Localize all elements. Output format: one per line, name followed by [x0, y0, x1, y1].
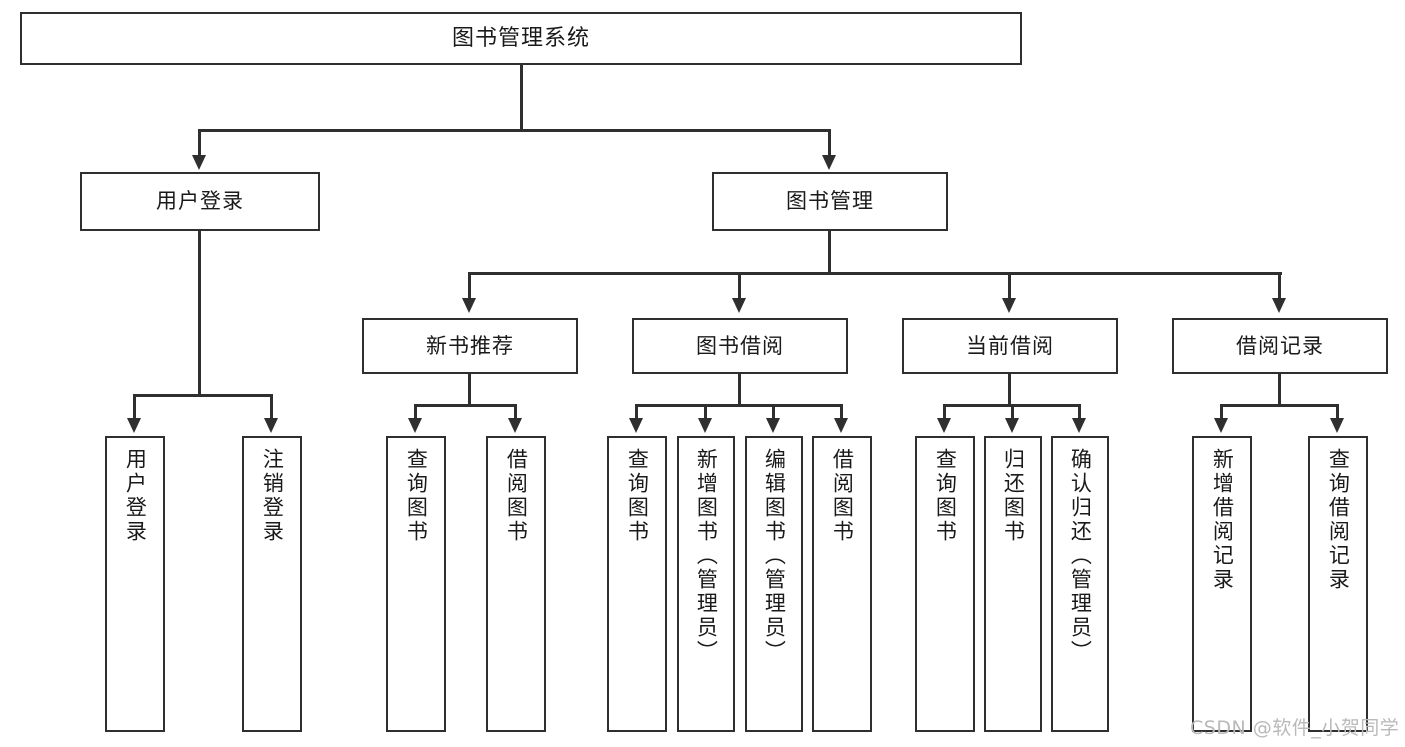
- connector-drop-leaf-return-book: [1011, 404, 1014, 420]
- connector-borrow-record-bus: [1220, 404, 1338, 407]
- connector-user-login-stem: [198, 231, 201, 395]
- connector-root-stem: [520, 65, 523, 129]
- connector-current-borrow-stem: [1008, 374, 1011, 405]
- connector-drop-borrow-record: [1278, 272, 1281, 300]
- arrow-book-borrow: [732, 298, 746, 313]
- arrow-leaf-logout: [264, 418, 278, 433]
- node-label: 注销登录: [260, 448, 285, 544]
- leaf-return-book[interactable]: 归还图书: [984, 436, 1042, 732]
- node-label: 查询借阅记录: [1326, 448, 1351, 592]
- arrow-leaf-query-book-1: [408, 418, 422, 433]
- connector-user-login-bus: [133, 394, 272, 397]
- node-label: 新增借阅记录: [1210, 448, 1235, 592]
- connector-drop-current-borrow: [1008, 272, 1011, 300]
- node-label: 查询图书: [625, 448, 650, 544]
- arrow-leaf-add-record: [1214, 418, 1228, 433]
- leaf-query-book-borrowing[interactable]: 查询图书: [607, 436, 667, 732]
- node-label: 当前借阅: [966, 333, 1054, 358]
- node-borrowing-record[interactable]: 借阅记录: [1172, 318, 1388, 374]
- leaf-query-book-new-rec[interactable]: 查询图书: [386, 436, 446, 732]
- leaf-user-login[interactable]: 用户登录: [105, 436, 165, 732]
- leaf-logout-login[interactable]: 注销登录: [242, 436, 302, 732]
- leaf-query-borrow-record[interactable]: 查询借阅记录: [1308, 436, 1368, 732]
- arrow-leaf-add-book: [698, 418, 712, 433]
- node-label: 查询图书: [404, 448, 429, 544]
- connector-book-borrow-stem: [738, 374, 741, 405]
- connector-drop-new-book-rec: [468, 272, 471, 300]
- leaf-borrow-book-borrowing[interactable]: 借阅图书: [812, 436, 872, 732]
- leaf-borrow-book-new-rec[interactable]: 借阅图书: [486, 436, 546, 732]
- arrow-leaf-borrow-book-1: [508, 418, 522, 433]
- connector-drop-leaf-query-book-2: [635, 404, 638, 420]
- arrow-leaf-query-record: [1330, 418, 1344, 433]
- arrow-leaf-borrow-book-2: [834, 418, 848, 433]
- node-new-book-recommendation[interactable]: 新书推荐: [362, 318, 578, 374]
- leaf-add-book-admin[interactable]: 新增图书（管理员）: [677, 436, 735, 732]
- arrow-leaf-edit-book: [766, 418, 780, 433]
- node-label: 借阅图书: [504, 448, 529, 544]
- connector-drop-leaf-logout: [270, 394, 273, 420]
- node-label: 用户登录: [156, 189, 244, 214]
- connector-drop-user-login: [198, 129, 201, 157]
- node-label: 查询图书: [933, 448, 958, 544]
- arrow-user-login: [192, 155, 206, 170]
- connector-level2-bus: [199, 129, 831, 132]
- arrow-book-management: [822, 155, 836, 170]
- connector-drop-leaf-query-record: [1336, 404, 1339, 420]
- connector-drop-leaf-confirm-return: [1078, 404, 1081, 420]
- connector-drop-leaf-add-record: [1220, 404, 1223, 420]
- connector-drop-leaf-add-book: [704, 404, 707, 420]
- leaf-query-book-current[interactable]: 查询图书: [915, 436, 975, 732]
- leaf-edit-book-admin[interactable]: 编辑图书（管理员）: [745, 436, 803, 732]
- arrow-leaf-query-book-2: [629, 418, 643, 433]
- node-label: 归还图书: [1001, 448, 1026, 544]
- connector-drop-leaf-edit-book: [772, 404, 775, 420]
- arrow-current-borrow: [1002, 298, 1016, 313]
- connector-drop-leaf-query-book-1: [414, 404, 417, 420]
- node-user-login[interactable]: 用户登录: [80, 172, 320, 231]
- connector-drop-leaf-borrow-book-1: [514, 404, 517, 420]
- connector-borrow-record-stem: [1278, 374, 1281, 405]
- node-current-borrowing[interactable]: 当前借阅: [902, 318, 1118, 374]
- connector-level3-bus: [468, 272, 1282, 275]
- node-label: 图书管理系统: [451, 25, 590, 51]
- arrow-new-book-rec: [462, 298, 476, 313]
- node-label: 确认归还（管理员）: [1068, 448, 1093, 664]
- node-book-borrowing[interactable]: 图书借阅: [632, 318, 848, 374]
- node-label: 借阅图书: [830, 448, 855, 544]
- leaf-add-borrow-record[interactable]: 新增借阅记录: [1192, 436, 1252, 732]
- node-label: 编辑图书（管理员）: [762, 448, 787, 664]
- node-label: 借阅记录: [1236, 333, 1324, 358]
- connector-drop-leaf-query-book-3: [943, 404, 946, 420]
- node-label: 用户登录: [123, 448, 148, 544]
- leaf-confirm-return-admin[interactable]: 确认归还（管理员）: [1051, 436, 1109, 732]
- arrow-leaf-user-login: [127, 418, 141, 433]
- node-label: 图书借阅: [696, 333, 784, 358]
- arrow-leaf-query-book-3: [937, 418, 951, 433]
- node-label: 新增图书（管理员）: [694, 448, 719, 664]
- node-label: 图书管理: [786, 189, 874, 214]
- connector-new-book-rec-stem: [468, 374, 471, 405]
- connector-drop-book-borrow: [738, 272, 741, 300]
- node-book-management[interactable]: 图书管理: [712, 172, 948, 231]
- arrow-borrow-record: [1272, 298, 1286, 313]
- node-root-book-management-system[interactable]: 图书管理系统: [20, 12, 1022, 65]
- connector-drop-leaf-borrow-book-2: [840, 404, 843, 420]
- node-label: 新书推荐: [426, 333, 514, 358]
- connector-new-book-rec-bus: [414, 404, 516, 407]
- arrow-leaf-confirm-return: [1072, 418, 1086, 433]
- connector-book-management-stem: [828, 231, 831, 273]
- csdn-watermark: CSDN @软件_小贺同学: [1190, 717, 1400, 739]
- connector-drop-book-management: [828, 129, 831, 157]
- connector-drop-leaf-user-login: [133, 394, 136, 420]
- connector-book-borrow-bus: [635, 404, 842, 407]
- arrow-leaf-return-book: [1005, 418, 1019, 433]
